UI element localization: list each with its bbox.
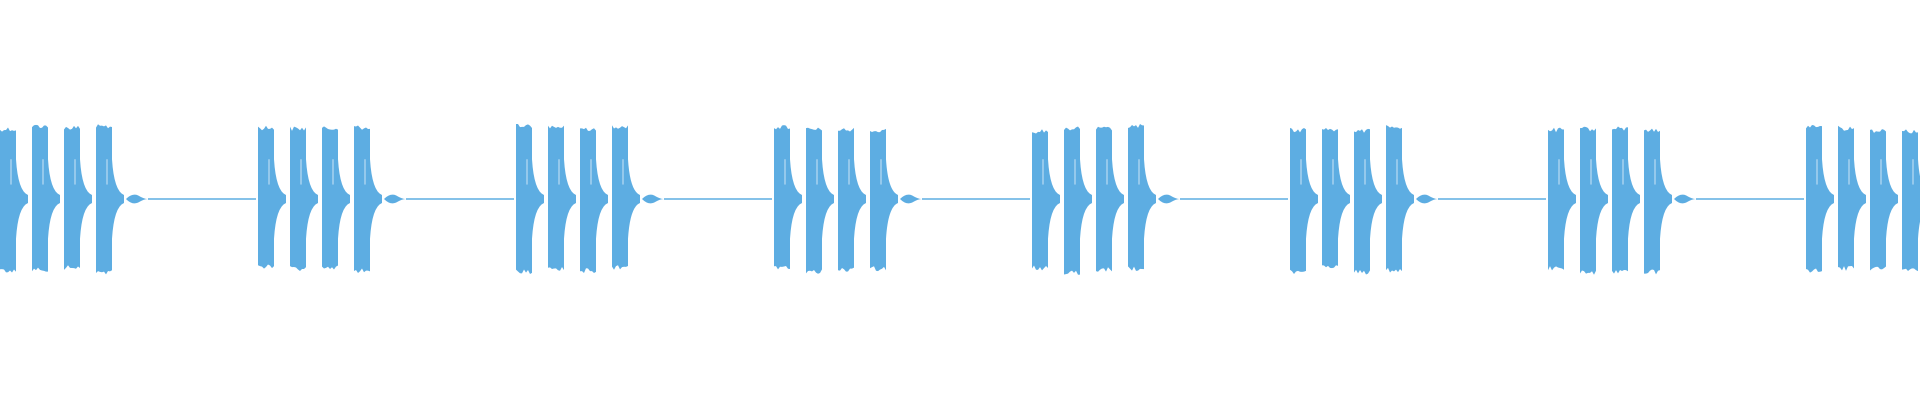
burst xyxy=(96,124,124,275)
burst-detail xyxy=(1912,159,1914,185)
burst xyxy=(1096,126,1124,272)
burst-tail xyxy=(1674,194,1696,204)
burst-detail xyxy=(1300,159,1302,185)
burst-group xyxy=(0,124,256,275)
burst-tail xyxy=(126,194,148,204)
burst-group xyxy=(1548,126,1804,275)
burst-group xyxy=(1032,124,1288,275)
burst xyxy=(1806,125,1834,273)
burst-detail xyxy=(300,159,302,185)
burst-tail xyxy=(1158,194,1180,204)
burst xyxy=(580,127,608,274)
silence-segment xyxy=(1180,198,1288,200)
burst-detail xyxy=(1848,159,1850,185)
burst-detail xyxy=(622,159,624,185)
burst-detail xyxy=(1042,159,1044,185)
burst xyxy=(870,128,898,272)
burst-tail xyxy=(384,194,406,204)
burst-detail xyxy=(1654,159,1656,185)
burst xyxy=(548,125,576,271)
burst xyxy=(1064,126,1092,275)
burst xyxy=(838,127,866,272)
silence-segment xyxy=(1438,198,1546,200)
burst xyxy=(1838,125,1866,271)
burst xyxy=(1644,128,1672,275)
burst-group xyxy=(516,123,772,274)
burst xyxy=(1386,125,1414,273)
burst xyxy=(1322,128,1350,269)
silence-segment xyxy=(148,198,256,200)
burst-group xyxy=(258,125,514,273)
burst xyxy=(354,125,382,273)
burst-detail xyxy=(784,159,786,185)
burst-tail xyxy=(900,194,922,204)
burst-detail xyxy=(590,159,592,185)
burst-detail xyxy=(1074,159,1076,185)
burst-detail xyxy=(1880,159,1882,185)
burst xyxy=(1548,127,1576,271)
burst xyxy=(1580,126,1608,275)
burst xyxy=(774,125,802,270)
silence-segment xyxy=(1696,198,1804,200)
burst xyxy=(516,123,544,274)
burst xyxy=(612,125,640,270)
burst-detail xyxy=(42,159,44,185)
burst-detail xyxy=(74,159,76,185)
burst-group xyxy=(1806,125,1920,273)
burst xyxy=(258,125,286,269)
burst-detail xyxy=(364,159,366,185)
burst xyxy=(806,127,834,274)
burst xyxy=(1290,127,1318,274)
burst xyxy=(1612,126,1640,274)
burst-detail xyxy=(526,159,528,185)
burst-detail xyxy=(10,159,12,185)
burst-group xyxy=(774,125,1030,274)
burst xyxy=(1128,124,1156,271)
burst xyxy=(1032,129,1060,271)
burst xyxy=(64,125,92,270)
burst-detail xyxy=(558,159,560,185)
burst-detail xyxy=(816,159,818,185)
silence-segment xyxy=(922,198,1030,200)
burst xyxy=(1870,129,1898,271)
burst-detail xyxy=(332,159,334,185)
burst-detail xyxy=(1622,159,1624,185)
burst xyxy=(1902,129,1920,272)
burst-detail xyxy=(1138,159,1140,185)
silence-segment xyxy=(406,198,514,200)
burst xyxy=(322,126,350,270)
burst-detail xyxy=(1396,159,1398,185)
silence-segment xyxy=(664,198,772,200)
burst xyxy=(1354,128,1382,275)
burst xyxy=(290,126,318,272)
burst xyxy=(32,124,60,272)
burst-detail xyxy=(1816,159,1818,185)
burst-detail xyxy=(1364,159,1366,185)
burst-detail xyxy=(848,159,850,185)
burst-group xyxy=(1290,125,1546,275)
burst-tail xyxy=(1416,194,1438,204)
burst-detail xyxy=(1590,159,1592,185)
burst-detail xyxy=(1332,159,1334,185)
burst-detail xyxy=(268,159,270,185)
burst-detail xyxy=(880,159,882,185)
burst-detail xyxy=(1106,159,1108,185)
burst-tail xyxy=(642,194,664,204)
burst-detail xyxy=(1558,159,1560,185)
burst xyxy=(0,127,28,273)
burst-detail xyxy=(106,159,108,185)
